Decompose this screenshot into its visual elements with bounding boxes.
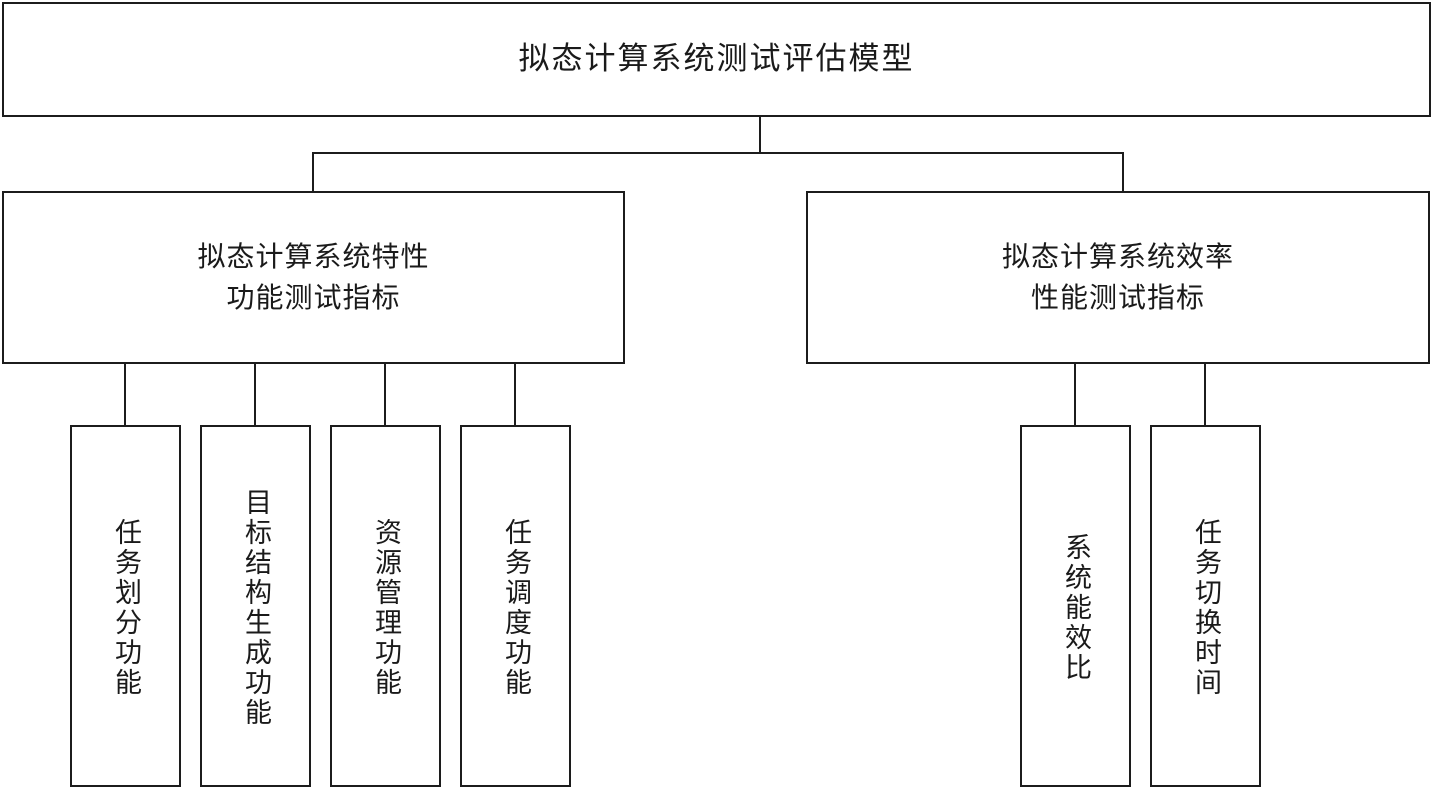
connector-to-target-structure-generation <box>254 364 256 425</box>
connector-to-functional <box>312 152 314 193</box>
connector-to-resource-management <box>384 364 386 425</box>
category-node-functional-label: 拟态计算系统特性 功能测试指标 <box>197 239 430 314</box>
connector-to-performance <box>1122 152 1124 193</box>
connector-root-trunk <box>759 117 761 154</box>
leaf-node-resource-management[interactable]: 资源管理功能 <box>330 425 441 787</box>
connector-to-task-partition <box>124 364 126 425</box>
leaf-node-system-energy-efficiency-ratio[interactable]: 系统能效比 <box>1020 425 1131 787</box>
category-node-performance-label: 拟态计算系统效率 性能测试指标 <box>1001 239 1234 314</box>
leaf-node-task-partition-label: 任务划分功能 <box>110 518 141 698</box>
leaf-node-task-scheduling-label: 任务调度功能 <box>500 518 531 698</box>
leaf-node-task-partition[interactable]: 任务划分功能 <box>70 425 181 787</box>
category-node-performance[interactable]: 拟态计算系统效率 性能测试指标 <box>806 191 1430 364</box>
leaf-node-task-switching-time-label: 任务切换时间 <box>1190 518 1221 698</box>
connector-to-system-energy-efficiency-ratio <box>1074 364 1076 425</box>
leaf-node-target-structure-generation-label: 目标结构生成功能 <box>240 488 271 728</box>
category-node-functional[interactable]: 拟态计算系统特性 功能测试指标 <box>2 191 625 364</box>
leaf-node-task-switching-time[interactable]: 任务切换时间 <box>1150 425 1261 787</box>
leaf-node-system-energy-efficiency-ratio-label: 系统能效比 <box>1060 533 1091 683</box>
connector-root-bar <box>312 152 1124 154</box>
leaf-node-task-scheduling[interactable]: 任务调度功能 <box>460 425 571 787</box>
connector-to-task-switching-time <box>1204 364 1206 425</box>
leaf-node-target-structure-generation[interactable]: 目标结构生成功能 <box>200 425 311 787</box>
root-node-label: 拟态计算系统测试评估模型 <box>518 41 915 78</box>
root-node[interactable]: 拟态计算系统测试评估模型 <box>2 2 1431 117</box>
leaf-node-resource-management-label: 资源管理功能 <box>370 518 401 698</box>
connector-to-task-scheduling <box>514 364 516 425</box>
